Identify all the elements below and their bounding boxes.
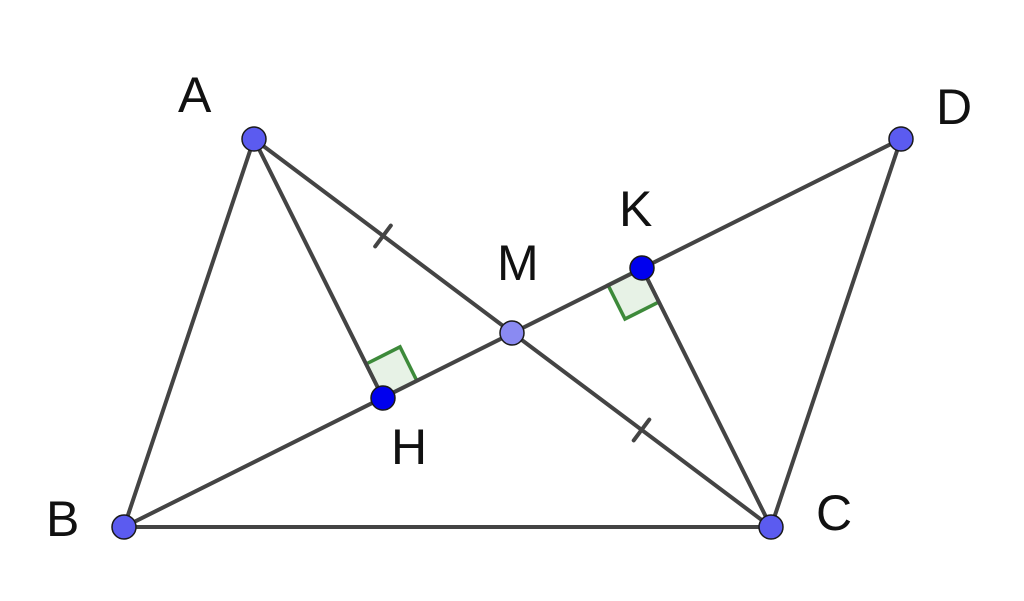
label-d: D bbox=[936, 79, 972, 135]
segment-ah bbox=[252, 137, 385, 400]
label-h: H bbox=[391, 419, 427, 475]
point-d[interactable] bbox=[888, 126, 914, 152]
point-k[interactable] bbox=[629, 255, 655, 281]
equal-tick-mc bbox=[631, 417, 652, 443]
label-k: K bbox=[619, 181, 652, 237]
label-m: M bbox=[497, 235, 539, 291]
point-m[interactable] bbox=[499, 320, 525, 346]
label-c: C bbox=[816, 485, 852, 541]
point-a[interactable] bbox=[241, 126, 267, 152]
point-h[interactable] bbox=[370, 385, 396, 411]
label-a: A bbox=[178, 67, 212, 123]
segment-cd bbox=[769, 137, 903, 529]
point-b[interactable] bbox=[111, 514, 137, 540]
segment-ab bbox=[122, 137, 256, 529]
label-b: B bbox=[46, 491, 79, 547]
equal-tick-am bbox=[373, 223, 393, 249]
segment-ck bbox=[640, 266, 773, 529]
point-c[interactable] bbox=[758, 514, 784, 540]
